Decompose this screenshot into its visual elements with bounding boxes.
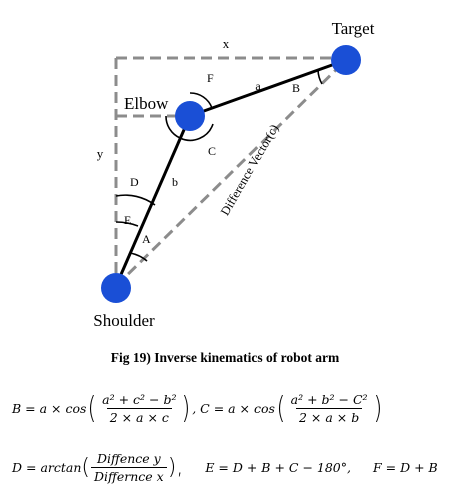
- angle-label-E: E: [124, 213, 131, 227]
- dashed-guides: [114, 56, 348, 288]
- eq2-frac-denominator: Differnce x: [91, 467, 167, 484]
- eq2-E: E = D + B + C − 180°,: [205, 460, 351, 475]
- eq2-paren-close: ),: [167, 454, 184, 480]
- arc-B: [317, 69, 323, 85]
- link-a: [189, 58, 347, 118]
- eq1-frac2-numerator: a² + b² − C²: [290, 392, 368, 407]
- edge-label-a: a: [255, 79, 261, 93]
- difference-vector-label: Difference Vector(c): [218, 122, 281, 218]
- eq1-paren-open-2: (: [276, 390, 286, 426]
- angle-label-B: B: [292, 81, 300, 95]
- arc-E: [115, 221, 139, 227]
- arc-C: [179, 123, 214, 142]
- eq2-frac-numerator: Diffence y: [96, 451, 161, 466]
- link-b: [114, 115, 192, 287]
- eq1-fraction-1: a² + c² − b² 2 × a × c: [99, 392, 179, 425]
- eq1-paren-close-1: ): [181, 390, 191, 426]
- arc-C-outer: [165, 115, 181, 139]
- eq2-fraction: Diffence y Differnce x: [91, 451, 167, 484]
- joints: [101, 45, 361, 303]
- difference-vector-line: [114, 58, 348, 288]
- arm-links: [114, 58, 347, 287]
- eq2-paren-open: (: [81, 454, 90, 480]
- shoulder-joint: [101, 273, 131, 303]
- eq1-frac1-denominator: 2 × a × c: [106, 408, 172, 425]
- angle-label-C: C: [208, 144, 216, 158]
- elbow-label: Elbow: [124, 94, 169, 113]
- target-label: Target: [332, 19, 375, 38]
- angle-label-A: A: [142, 232, 151, 246]
- eq1-frac1-numerator: a² + c² − b²: [102, 392, 177, 407]
- eq1-frac2-denominator: 2 × a × b: [296, 408, 363, 425]
- eq1-paren-close-2: ): [373, 390, 382, 426]
- arm-diagram: Target Elbow Shoulder x y a b Difference…: [93, 19, 375, 330]
- eq1-lhs: B = a × cos: [12, 401, 87, 416]
- angle-label-D: D: [130, 175, 139, 189]
- edge-label-x: x: [223, 36, 230, 51]
- arc-D: [115, 194, 156, 206]
- edge-label-y: y: [97, 146, 104, 161]
- shoulder-label: Shoulder: [93, 311, 155, 330]
- edge-label-b: b: [172, 175, 178, 189]
- eq1-paren-open-1: (: [87, 390, 97, 426]
- eq2-lhs: D = arctan: [12, 460, 82, 475]
- equation-D-E-F: D = arctan ( Diffence y Differnce x ), E…: [12, 451, 438, 484]
- arm-diagram-svg: Target Elbow Shoulder x y a b Difference…: [93, 19, 375, 330]
- arc-A: [129, 252, 148, 262]
- equation-B-C: B = a × cos ( a² + c² − b² 2 × a × c ) ,…: [12, 392, 383, 425]
- arc-F: [189, 92, 213, 109]
- eq1-fraction-2: a² + b² − C² 2 × a × b: [288, 392, 371, 425]
- eq2-F: F = D + B: [372, 460, 438, 475]
- elbow-joint: [175, 101, 205, 131]
- target-joint: [331, 45, 361, 75]
- angle-arcs: [115, 69, 323, 262]
- eq1-mid: , C = a × cos: [192, 401, 275, 416]
- angle-label-F: F: [207, 71, 214, 85]
- figure-caption: Fig 19) Inverse kinematics of robot arm: [110, 350, 340, 365]
